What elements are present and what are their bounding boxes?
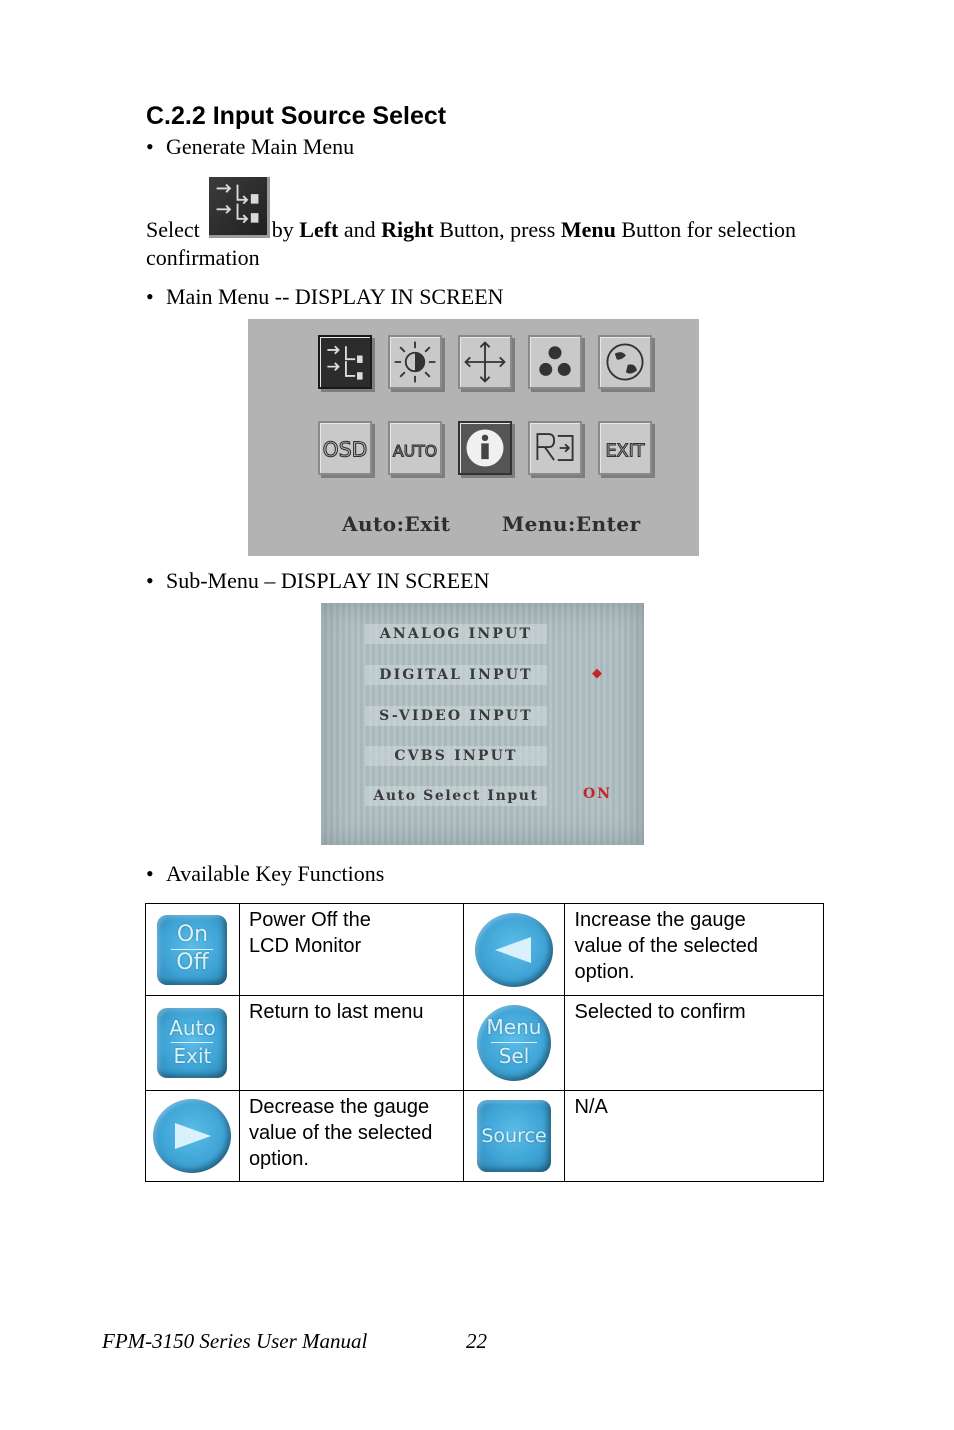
main-menu-screen: OSD AUTO EXIT Auto:Exit Menu:Enter xyxy=(248,319,699,556)
recall-icon xyxy=(528,421,582,475)
auto-exit-key-icon: Auto Exit xyxy=(157,1008,228,1078)
desc-line: value of the selected xyxy=(574,935,758,957)
desc-line: Decrease the gauge xyxy=(248,1096,430,1118)
bullet-generate-main-menu: •Generate Main Menu xyxy=(146,134,355,159)
desc-cell: Selected to confirm xyxy=(564,995,824,1091)
text-left: Left xyxy=(299,217,339,242)
key-label: Sel xyxy=(498,1044,530,1068)
key-label: Exit xyxy=(173,1044,212,1068)
auto-select-input-item: Auto Select Input xyxy=(365,786,547,806)
table-row: On Off Power Off the LCD Monitor Increas… xyxy=(145,903,824,996)
key-cell: Source xyxy=(462,1090,566,1182)
text-select: Select xyxy=(146,217,200,242)
desc-cell: Increase the gauge value of the selected… xyxy=(564,903,824,996)
right-arrow-key-icon xyxy=(153,1099,232,1173)
sub-menu-screen: ANALOG INPUT DIGITAL INPUT ◆ S-VIDEO INP… xyxy=(321,603,644,845)
brightness-icon xyxy=(388,335,442,389)
desc-line: Selected to confirm xyxy=(574,1001,746,1023)
color-icon xyxy=(528,335,582,389)
source-key-icon: Source xyxy=(477,1100,552,1172)
input-source-icon xyxy=(318,335,372,389)
desc-line: Increase the gauge xyxy=(574,909,746,931)
key-label: On xyxy=(176,921,209,947)
key-label: Off xyxy=(176,949,209,975)
left-arrow-key-icon xyxy=(475,912,554,987)
key-divider xyxy=(171,1042,214,1043)
desc-cell: Decrease the gauge value of the selected… xyxy=(238,1090,464,1182)
bullet-text: Generate Main Menu xyxy=(166,134,355,159)
digital-input-item: DIGITAL INPUT xyxy=(365,665,547,685)
key-divider xyxy=(171,948,214,950)
bullet-main-menu: •Main Menu -- DISPLAY IN SCREEN xyxy=(146,284,504,309)
desc-line: Return to last menu xyxy=(248,1001,424,1023)
bullet-text: Sub-Menu – DISPLAY IN SCREEN xyxy=(166,568,490,593)
on-off-key-icon: On Off xyxy=(157,914,228,985)
bullet-text: Main Menu -- DISPLAY IN SCREEN xyxy=(166,284,504,309)
info-icon xyxy=(458,421,512,475)
desc-line: LCD Monitor xyxy=(248,935,362,957)
desc-line: option. xyxy=(248,1148,309,1170)
key-functions-table: On Off Power Off the LCD Monitor Increas… xyxy=(145,903,824,1182)
menu-sel-key-icon: Menu Sel xyxy=(477,1005,552,1081)
cvbs-input-item: CVBS INPUT xyxy=(365,746,547,766)
key-label: Auto xyxy=(169,1016,216,1040)
text-menu: Menu xyxy=(560,217,616,242)
auto-exit-hint: Auto:Exit xyxy=(342,512,451,536)
position-icon xyxy=(458,335,512,389)
key-cell: On Off xyxy=(145,903,240,996)
key-cell xyxy=(145,1090,240,1182)
analog-input-item: ANALOG INPUT xyxy=(365,624,547,644)
desc-cell: Power Off the LCD Monitor xyxy=(238,903,464,996)
desc-cell: Return to last menu xyxy=(238,995,464,1091)
select-instruction-line2: confirmation xyxy=(146,245,260,270)
text-button-press: Button, press xyxy=(439,217,556,242)
auto-label: AUTO xyxy=(393,441,437,460)
key-label: Menu xyxy=(486,1015,542,1039)
footer-manual-title: FPM-3150 Series User Manual xyxy=(102,1329,368,1353)
auto-select-value: ON xyxy=(583,786,612,802)
desc-line: Power Off the xyxy=(248,909,371,931)
bullet-key-functions: •Available Key Functions xyxy=(146,861,385,886)
menu-enter-hint: Menu:Enter xyxy=(502,512,641,536)
desc-line: option. xyxy=(574,961,635,983)
select-instruction: Select by Left and Right Button, press M… xyxy=(146,216,796,244)
section-heading: C.2.2 Input Source Select xyxy=(146,102,447,130)
key-label: Source xyxy=(481,1125,547,1147)
s-video-input-item: S-VIDEO INPUT xyxy=(365,706,547,726)
table-row: Auto Exit Return to last menu Menu Sel S… xyxy=(145,995,824,1091)
key-divider xyxy=(491,1042,538,1043)
bullet-text: Available Key Functions xyxy=(166,861,385,886)
exit-label: EXIT xyxy=(605,441,644,461)
desc-line: value of the selected xyxy=(248,1122,433,1144)
osd-icon: OSD xyxy=(318,421,372,475)
text-and: and xyxy=(343,217,376,242)
text-rest: Button for selection xyxy=(621,217,797,242)
desc-cell: N/A xyxy=(564,1090,824,1182)
table-row: Decrease the gauge value of the selected… xyxy=(145,1090,824,1182)
key-cell xyxy=(462,903,566,996)
desc-line: N/A xyxy=(574,1096,608,1118)
text-by: by xyxy=(271,217,294,242)
auto-icon: AUTO xyxy=(388,421,442,475)
key-cell: Menu Sel xyxy=(462,995,566,1091)
text-right: Right xyxy=(381,217,434,242)
key-cell: Auto Exit xyxy=(145,995,240,1091)
osd-label: OSD xyxy=(323,437,368,461)
page-number: 22 xyxy=(466,1329,487,1353)
exit-icon: EXIT xyxy=(598,421,652,475)
language-icon xyxy=(598,335,652,389)
bullet-sub-menu: •Sub-Menu – DISPLAY IN SCREEN xyxy=(146,568,490,593)
input-source-icon xyxy=(209,177,270,238)
selected-marker: ◆ xyxy=(592,666,602,681)
